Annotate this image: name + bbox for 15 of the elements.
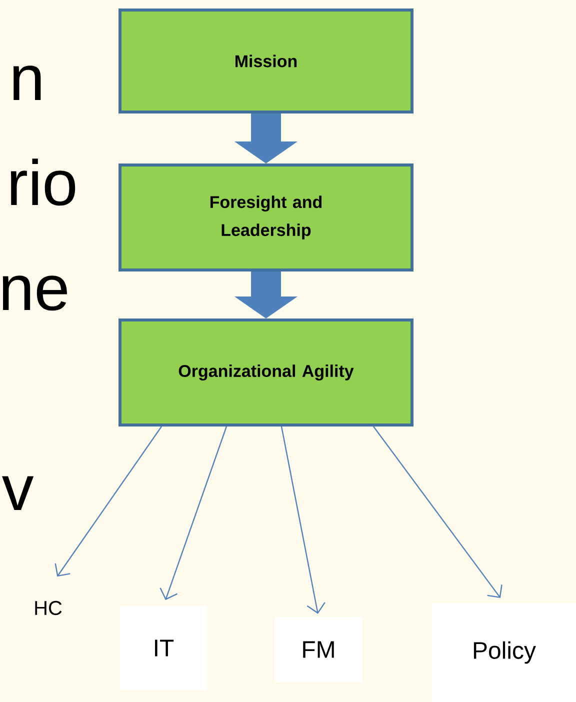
label-box: Policy: [432, 603, 576, 702]
label-box: FM: [275, 617, 362, 682]
arrow: [280, 426, 326, 614]
arrow: [54, 426, 162, 577]
process-box: Organizational Agility: [118, 318, 414, 426]
arrow: [373, 426, 502, 598]
process-box: Mission: [118, 8, 414, 114]
process-box: Foresight and Leadership: [118, 164, 414, 272]
cut-off-text: n: [13, 66, 41, 100]
cut-off-text: ne: [2, 276, 67, 311]
label-text: HC: [35, 600, 62, 616]
cut-off-text: rio: [10, 158, 76, 206]
cut-off-text: v: [2, 476, 34, 510]
label-box: IT: [120, 606, 207, 690]
arrow: [160, 426, 228, 600]
